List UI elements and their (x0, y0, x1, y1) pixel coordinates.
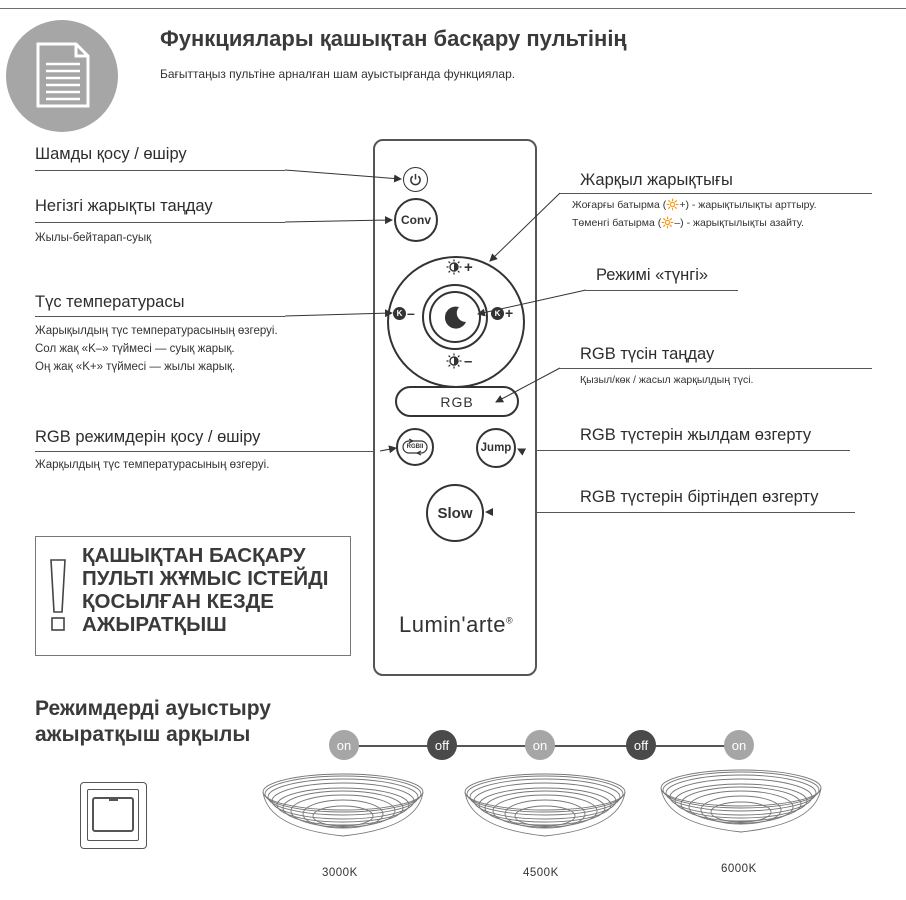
rgb-fast-label: RGB түстерін жылдам өзгерту (580, 426, 812, 444)
warning-line: ҚОСЫЛҒАН КЕЗДЕ (82, 590, 274, 613)
brightness-desc-1: Жоғарғы батырма (🔆+) - жарықтылықты артт… (572, 199, 817, 211)
state-on-dot: on (329, 730, 359, 760)
lamp-temp-label: 3000K (322, 867, 358, 879)
rgb-slow-label: RGB түстерін біртіндеп өзгерту (580, 488, 819, 506)
jump-button[interactable]: Jump (476, 428, 516, 468)
ceiling-lamp-icon (660, 769, 822, 833)
kelvin-icon: K (393, 306, 406, 320)
main-light-desc: Жылы-бейтарап-суық (35, 232, 152, 244)
minus-sign: – (464, 352, 473, 370)
brightness-arrow (489, 192, 561, 262)
conv-arrow (284, 216, 393, 225)
power-underline (35, 170, 285, 171)
minus-sign: – (407, 305, 415, 321)
document-icon (36, 42, 90, 108)
power-arrow (284, 169, 402, 183)
night-mode-underline (586, 290, 738, 291)
night-mode-label: Режимі «түнгі» (596, 266, 709, 284)
rgb-mode-label: RGBII (406, 444, 424, 450)
main-light-underline (35, 222, 285, 223)
rgb-select-arrow (495, 367, 561, 403)
warning-line: АЖЫРАТҚЫШ (82, 613, 227, 636)
rgb-fast-underline (520, 450, 850, 451)
color-temp-desc-2: Сол жақ «K–» түймесі — суық жарық. (35, 343, 235, 355)
night-arrow (477, 289, 587, 317)
state-on-dot: on (525, 730, 555, 760)
rgb-select-underline (560, 368, 872, 369)
rgb-mode-arrow (379, 445, 397, 454)
switch-frame (87, 789, 139, 841)
k-minus-arrow (284, 309, 393, 318)
page-subtitle: Бағыттаңыз пультіне арналған шам ауыстыр… (160, 67, 516, 81)
rgb-slow-underline (487, 512, 855, 513)
modes-title-line: ажыратқыш арқылы (35, 723, 251, 746)
lamp-temp-label: 6000K (721, 863, 757, 875)
night-button-ring (422, 284, 488, 350)
state-on-dot: on (724, 730, 754, 760)
rgb-select-desc: Қызыл/көк / жасыл жарқылдың түсі. (580, 374, 754, 386)
moon-icon (444, 306, 466, 329)
rgb-onoff-label: RGB режимдерін қосу / өшіру (35, 428, 261, 446)
switch-indicator (109, 798, 118, 801)
conv-button[interactable]: Conv (394, 198, 438, 242)
top-divider (0, 8, 906, 9)
switch-rocker (92, 797, 134, 832)
registered-mark: ® (506, 615, 514, 626)
plus-sign: + (464, 258, 473, 276)
rgb-onoff-desc: Жарқылдың түс температурасының өзгеруі. (35, 459, 270, 471)
brand-name: Lumin'arte (399, 612, 507, 637)
night-mode-button[interactable] (429, 291, 481, 343)
document-badge (6, 20, 118, 132)
brightness-underline (560, 193, 872, 194)
page-title: Функциялары қашықтан басқару пультінің (160, 26, 627, 51)
brightness-desc-2: Төменгі батырма (🔆–) - жарықтылықты азай… (572, 217, 805, 229)
plus-sign: + (505, 305, 514, 321)
rgb-mode-button[interactable]: RGBII (396, 428, 434, 466)
jump-arrow (517, 448, 527, 456)
brand-logo: Lumin'arte® (399, 612, 513, 638)
color-temp-label: Түс температурасы (35, 293, 185, 311)
warning-box (35, 536, 351, 656)
color-temp-desc-1: Жарықылдың түс температурасының өзгеруі. (35, 325, 278, 337)
color-temp-underline (35, 316, 285, 317)
k-minus-button[interactable]: K – (393, 305, 423, 321)
modes-title: Режимдерді ауыстыру ажыратқыш арқылы (35, 696, 271, 748)
k-plus-button[interactable]: K + (491, 305, 521, 321)
state-off-dot: off (626, 730, 656, 760)
rgb-onoff-underline (35, 451, 380, 452)
kelvin-icon: K (491, 306, 504, 320)
rgb-select-label: RGB түсін таңдау (580, 345, 715, 363)
ceiling-lamp-icon (262, 773, 424, 837)
main-light-label: Негізгі жарықты таңдау (35, 197, 213, 215)
ceiling-lamp-icon (464, 773, 626, 837)
power-icon (410, 173, 421, 186)
brightness-up-button[interactable]: + (446, 258, 486, 276)
brightness-down-button[interactable]: – (446, 352, 486, 370)
brightness-icon (446, 353, 462, 369)
lamp-temp-label: 4500K (523, 867, 559, 879)
warning-text: ҚАШЫҚТАН БАСҚАРУ ПУЛЬТІ ЖҰМЫС ІСТЕЙДІ ҚО… (82, 544, 328, 636)
warning-line: ҚАШЫҚТАН БАСҚАРУ (82, 544, 306, 567)
slow-button[interactable]: Slow (426, 484, 484, 542)
brightness-label: Жарқыл жарықтығы (580, 171, 733, 189)
exclamation-icon (50, 559, 66, 631)
power-label: Шамды қосу / өшіру (35, 145, 187, 163)
power-button[interactable] (403, 167, 428, 192)
brightness-icon (446, 259, 462, 275)
warning-line: ПУЛЬТІ ЖҰМЫС ІСТЕЙДІ (82, 567, 329, 590)
state-off-dot: off (427, 730, 457, 760)
wall-switch[interactable] (80, 782, 147, 849)
color-temp-desc-3: Оң жақ «K+» түймесі — жылы жарық. (35, 361, 236, 373)
modes-title-line: Режимдерді ауыстыру (35, 697, 271, 720)
rgb-cycle-icon (402, 438, 428, 456)
